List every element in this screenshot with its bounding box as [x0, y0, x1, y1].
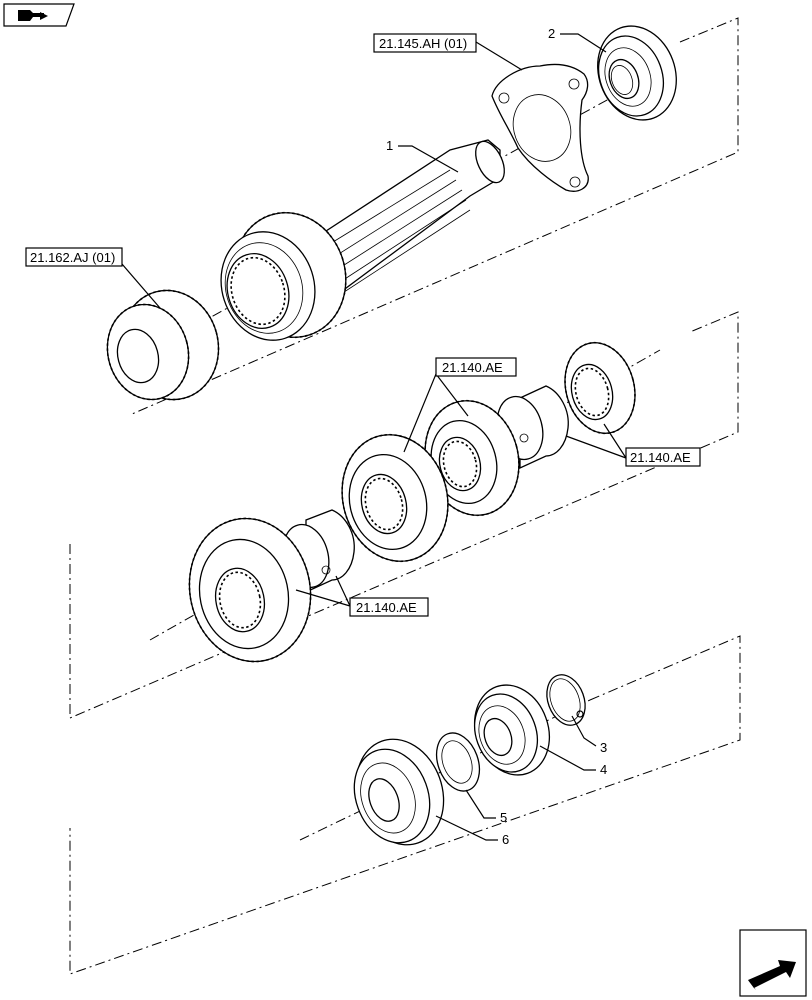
ref-box-gears-right[interactable]: 21.140.AE: [625, 447, 701, 467]
shaft-gear: [220, 211, 347, 341]
ref-label-gears-bottom: 21.140.AE: [356, 600, 417, 615]
ref-box-gears-bottom[interactable]: 21.140.AE: [349, 597, 429, 617]
assembly-outline-middle: [69, 311, 739, 719]
assembly-outline-lower: [69, 635, 741, 975]
assembly-outline-upper: [131, 17, 739, 415]
book-arrow-icon[interactable]: [3, 3, 75, 27]
ref-box-synchro[interactable]: 21.162.AJ (01): [25, 247, 123, 267]
leader-lines: [121, 33, 627, 841]
ref-label-gears-top: 21.140.AE: [442, 360, 503, 375]
callout-3: 3: [600, 740, 607, 755]
bearing-4: [474, 684, 550, 776]
circlip-3: [546, 674, 586, 726]
shim-5: [435, 732, 481, 792]
callout-1: 1: [386, 138, 393, 153]
bearing-6: [353, 738, 445, 846]
gear-large-left: [188, 517, 312, 663]
ref-label-support: 21.145.AH (01): [379, 36, 467, 51]
sleeve-left: [282, 509, 355, 594]
callout-6: 6: [502, 832, 509, 847]
gear-small-right: [564, 341, 636, 435]
support-plate: [491, 63, 589, 192]
gear-medium: [424, 399, 520, 517]
synchro-gear: [106, 289, 220, 401]
callout-5: 5: [500, 810, 507, 825]
next-page-arrow-icon[interactable]: [739, 929, 807, 997]
main-shaft-1: [299, 139, 505, 301]
ref-box-support[interactable]: 21.145.AH (01): [373, 33, 477, 53]
bearing-2: [597, 25, 677, 121]
callout-4: 4: [600, 762, 607, 777]
callout-2: 2: [548, 26, 555, 41]
gear-large-center: [341, 433, 449, 563]
ref-box-gears-top[interactable]: 21.140.AE: [435, 357, 517, 377]
ref-label-synchro: 21.162.AJ (01): [30, 250, 115, 265]
ref-label-gears-right: 21.140.AE: [630, 450, 691, 465]
